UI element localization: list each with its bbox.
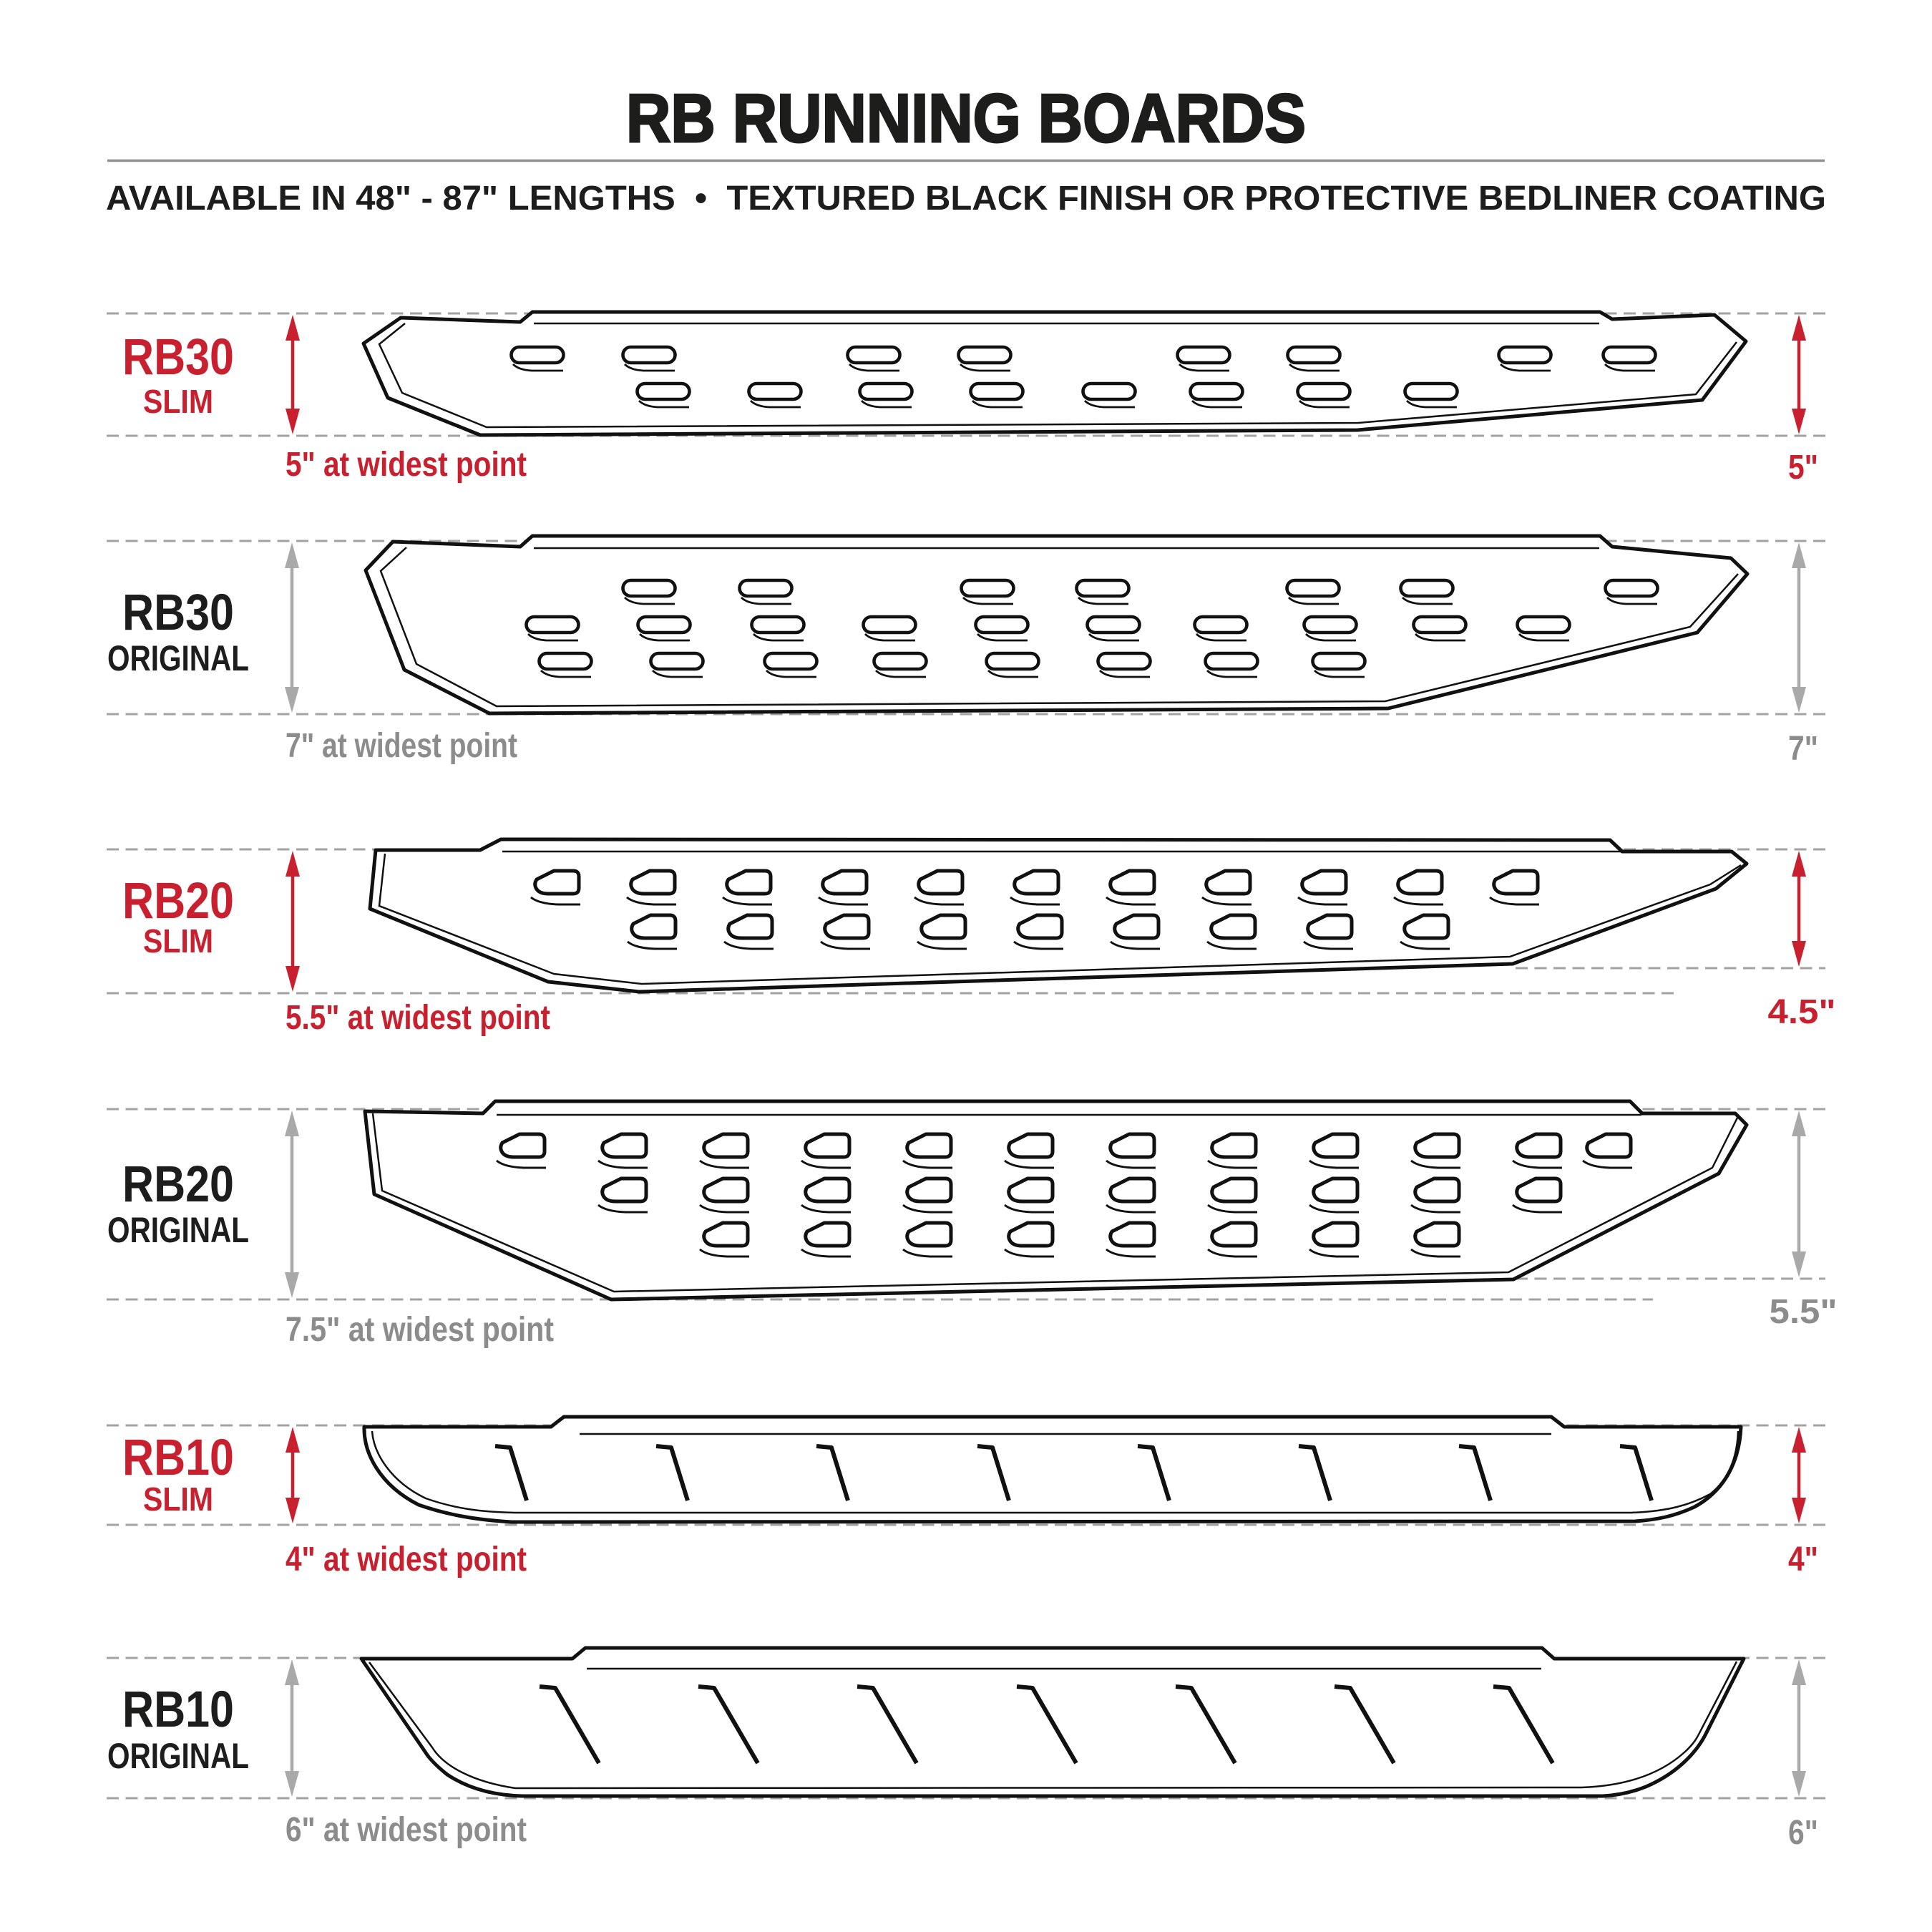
- svg-text:5.5" at widest point: 5.5" at widest point: [286, 999, 550, 1037]
- svg-text:6" at widest point: 6" at widest point: [286, 1811, 527, 1849]
- svg-text:4.5": 4.5": [1768, 993, 1836, 1031]
- svg-text:RB10: RB10: [122, 1682, 234, 1738]
- svg-text:7" at widest point: 7" at widest point: [286, 727, 517, 765]
- svg-text:RB20: RB20: [122, 873, 234, 930]
- svg-text:RB30: RB30: [122, 329, 234, 386]
- svg-text:5" at widest point: 5" at widest point: [286, 446, 527, 484]
- svg-text:SLIM: SLIM: [143, 383, 213, 420]
- svg-text:4": 4": [1788, 1541, 1818, 1579]
- svg-text:AVAILABLE IN 48" - 87" LENGTHS: AVAILABLE IN 48" - 87" LENGTHS • TEXTURE…: [106, 180, 1826, 218]
- svg-text:6": 6": [1788, 1814, 1818, 1852]
- svg-text:RB30: RB30: [122, 585, 234, 641]
- svg-text:5": 5": [1788, 449, 1818, 487]
- svg-text:5.5": 5.5": [1770, 1293, 1838, 1331]
- svg-text:4" at widest point: 4" at widest point: [286, 1541, 527, 1579]
- svg-text:RB10: RB10: [122, 1430, 234, 1486]
- svg-text:ORIGINAL: ORIGINAL: [107, 1736, 249, 1776]
- svg-text:SLIM: SLIM: [143, 1480, 213, 1518]
- svg-text:RB20: RB20: [122, 1156, 234, 1213]
- svg-text:7": 7": [1788, 730, 1818, 768]
- svg-text:ORIGINAL: ORIGINAL: [107, 1210, 249, 1250]
- svg-text:7.5" at widest point: 7.5" at widest point: [286, 1311, 554, 1349]
- svg-text:ORIGINAL: ORIGINAL: [107, 638, 249, 678]
- svg-text:SLIM: SLIM: [143, 922, 213, 960]
- svg-text:RB RUNNING BOARDS: RB RUNNING BOARDS: [626, 80, 1306, 157]
